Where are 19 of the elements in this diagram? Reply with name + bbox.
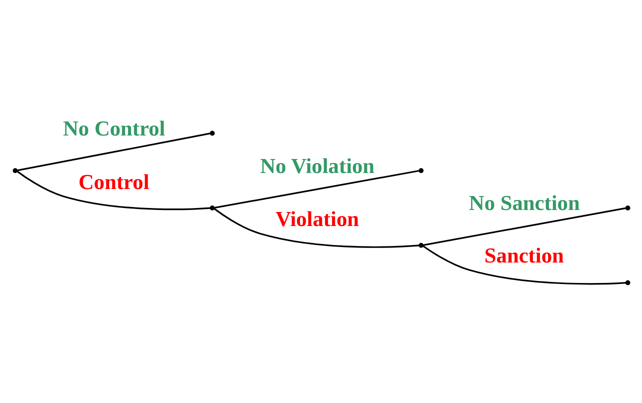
edge-label: No Control [62, 116, 165, 140]
node-point [624, 205, 630, 210]
connector [213, 208, 419, 248]
node-point [418, 168, 424, 173]
edge-label: Violation [275, 206, 358, 231]
edge-label: Sanction [484, 242, 564, 267]
node-point [418, 242, 424, 248]
connector [16, 132, 210, 171]
node-point [624, 280, 630, 285]
edge-label: No Violation [260, 153, 374, 178]
node-point [209, 205, 214, 210]
node-point [209, 130, 214, 136]
connector [214, 169, 419, 208]
connector [16, 170, 210, 210]
connector [422, 206, 626, 246]
node-point [12, 168, 18, 173]
connector [422, 244, 626, 284]
edge-label: No Sanction [468, 190, 580, 215]
edge-label: Control [78, 169, 149, 194]
